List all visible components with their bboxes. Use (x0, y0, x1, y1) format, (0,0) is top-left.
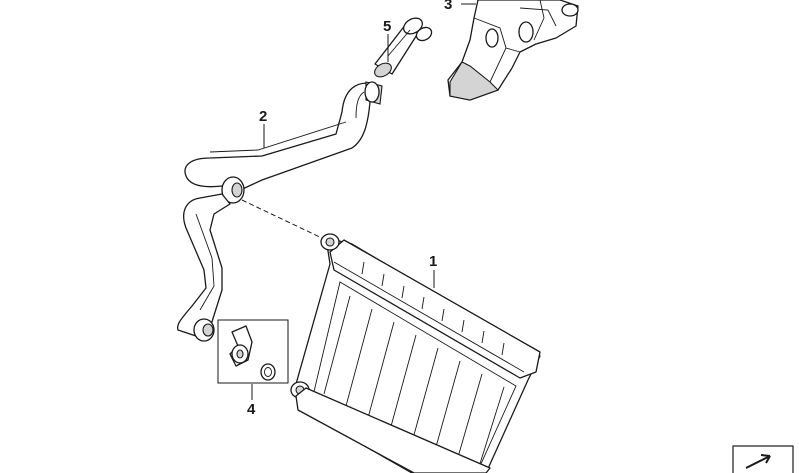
clamp-and-o-ring (217, 319, 289, 384)
water-hose (176, 81, 383, 342)
callout-2: 2 (259, 108, 267, 125)
callout-3: 3 (444, 0, 452, 13)
detail-box (217, 319, 289, 384)
hose-connector (374, 17, 433, 78)
assembly-guide-line (241, 199, 327, 241)
leader-lines (251, 3, 476, 400)
callout-4: 4 (247, 401, 256, 418)
heater-core (290, 233, 541, 473)
callout-5: 5 (383, 18, 391, 35)
nav-arrow-icon[interactable] (732, 445, 794, 473)
water-valve (447, 0, 579, 101)
callout-1: 1 (429, 253, 437, 270)
